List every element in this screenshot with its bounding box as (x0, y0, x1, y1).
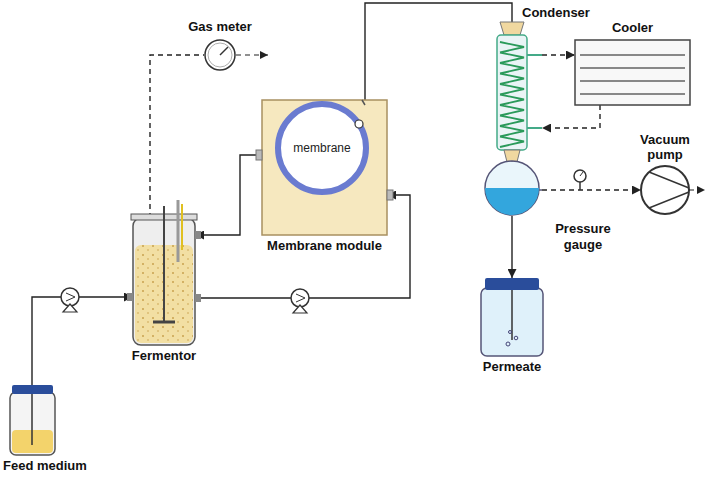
pump (61, 288, 79, 312)
cooler-part (575, 40, 690, 105)
condenser-part (497, 35, 527, 150)
pump-part (63, 304, 77, 312)
vacuum-pump-part (649, 192, 689, 208)
pump (291, 289, 309, 313)
gas-meter-part (205, 40, 235, 70)
node-label: Condenser (522, 5, 590, 21)
pump-part (296, 294, 305, 302)
vacuum-pump-part (641, 166, 689, 214)
cooler (575, 40, 690, 105)
condenser-part (500, 22, 524, 35)
condenser-part (500, 42, 524, 147)
vacuum-pump-part (689, 189, 705, 190)
permeate: Permeate (481, 278, 543, 356)
feed-bottle (10, 385, 55, 455)
membrane-module-part (362, 100, 365, 105)
condenser-part (485, 161, 539, 215)
permeate-bottle-part (485, 278, 539, 290)
fermentor-vessel-part (127, 293, 133, 301)
gas-meter-part (208, 43, 232, 67)
node-label: Permeate (483, 359, 542, 375)
node-label: Cooler (612, 20, 653, 36)
gas-meter (205, 40, 268, 70)
membrane-circle: membrane (277, 103, 367, 193)
membrane-module-part (387, 190, 393, 200)
pressure-gauge-part (580, 172, 583, 176)
membrane-module-part (355, 120, 363, 128)
fermentor-vessel (127, 200, 201, 345)
feed-medium: Feed medium (10, 385, 55, 455)
permeate-bottle-part (481, 288, 543, 356)
feed-bottle-part (10, 392, 55, 455)
condenser-part (527, 54, 542, 56)
condenser (485, 22, 542, 215)
gas-meter-part (236, 54, 268, 55)
membrane-module: membraneMembrane module (262, 100, 387, 235)
membrane-module-part (256, 150, 262, 160)
condenser-part (512, 161, 513, 162)
membrane-module (256, 100, 393, 235)
fermentor-vessel-part (163, 206, 165, 322)
condenser-part (504, 150, 520, 162)
cooler: Cooler (575, 40, 690, 105)
node-label: Vacuum pump (634, 132, 696, 163)
permeate-bottle (481, 278, 543, 356)
fermentor-vessel-part (153, 321, 175, 324)
cooler-part (580, 80, 685, 82)
flow-line (542, 189, 641, 190)
node-label: Feed medium (3, 458, 87, 474)
pressure-gauge (574, 170, 586, 190)
fermentor-vessel-part (195, 231, 201, 239)
gas-meter: Gas meter (204, 39, 236, 71)
vacuum-pump-part (649, 172, 689, 188)
fermentor-vessel-part (195, 294, 201, 302)
vacuum-pump (641, 166, 705, 214)
flow-line (32, 297, 133, 385)
condenser: Condenser (482, 22, 542, 216)
flow-line (542, 54, 575, 55)
membrane-module-part (262, 100, 387, 235)
fermentor: Fermentor (133, 218, 195, 345)
feed-bottle-part (31, 394, 33, 445)
gas-meter-part (220, 47, 228, 55)
permeate-bottle-part (514, 336, 518, 340)
flow-line (150, 55, 204, 218)
cooler-part (580, 67, 685, 69)
cooler-part (580, 93, 685, 95)
node-label: membrane (293, 141, 350, 155)
node-label: Fermentor (132, 348, 196, 364)
pressure-gauge-part (579, 182, 581, 190)
permeate-bottle-part (506, 342, 510, 346)
condenser-part (539, 189, 542, 191)
flow-line (195, 155, 262, 235)
vacuum-pump: Vacuum pump (641, 166, 689, 214)
feed-bottle-part (12, 385, 53, 394)
cooler-part (580, 54, 685, 56)
condenser-part (527, 127, 542, 129)
fermentor-vessel-part (181, 204, 183, 250)
pressure-gauge-label: Pressure gauge (546, 221, 620, 252)
membrane-module-part (278, 104, 366, 192)
node-label: Gas meter (188, 19, 252, 35)
pressure-gauge-part (574, 170, 586, 182)
condenser-part (485, 188, 539, 215)
flow-line (511, 216, 512, 278)
pump-part (293, 305, 307, 313)
pump-part (66, 293, 75, 301)
flow-line (365, 3, 512, 100)
fermentor-vessel-part (177, 200, 180, 262)
permeate-bottle-part (509, 331, 512, 334)
node-label: Membrane module (267, 238, 382, 254)
flow-line (542, 105, 600, 128)
